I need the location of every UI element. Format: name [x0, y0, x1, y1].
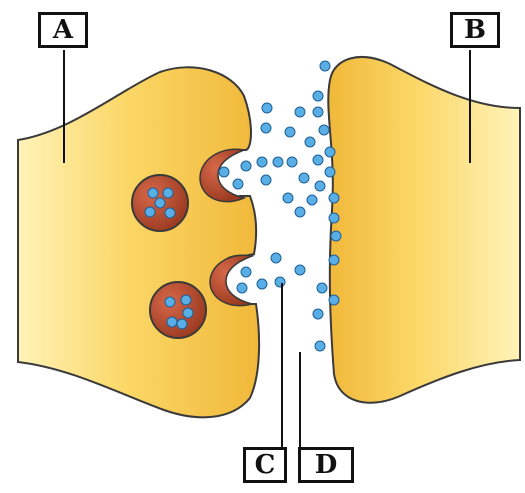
neurotransmitter-dot	[307, 195, 317, 205]
neurotransmitter-dot	[285, 127, 295, 137]
neurotransmitter-dot	[329, 255, 339, 265]
neurotransmitter-dot	[233, 179, 243, 189]
neurotransmitter-dot	[315, 341, 325, 351]
neurotransmitter-dot	[329, 295, 339, 305]
neurotransmitter-dot	[237, 283, 247, 293]
neurotransmitter-dot	[299, 173, 309, 183]
neurotransmitter-dot	[313, 91, 323, 101]
neurotransmitter-dot	[219, 167, 229, 177]
neurotransmitter-dot	[325, 167, 335, 177]
neurotransmitter-dot	[313, 107, 323, 117]
neurotransmitter-dot	[320, 61, 330, 71]
neurotransmitter-dot	[273, 157, 283, 167]
neurotransmitter-dot	[325, 147, 335, 157]
postsynaptic-neuron	[328, 57, 520, 403]
neurotransmitter-dot	[315, 181, 325, 191]
neurotransmitter-dot	[261, 175, 271, 185]
neurotransmitter-dot	[331, 231, 341, 241]
neurotransmitter-dot	[287, 157, 297, 167]
neurotransmitter-dot	[262, 103, 272, 113]
label-a: A	[38, 12, 88, 48]
neurotransmitter-dot	[261, 123, 271, 133]
neurotransmitter-dot	[241, 267, 251, 277]
neurotransmitter-dot	[257, 157, 267, 167]
neurotransmitter-dot	[295, 107, 305, 117]
neurotransmitter-dot	[329, 213, 339, 223]
synaptic-vesicle-1	[132, 175, 188, 231]
label-d: D	[298, 447, 354, 483]
neurotransmitter-dot	[241, 161, 251, 171]
neurotransmitter-dot	[271, 253, 281, 263]
neurotransmitter-dot	[305, 137, 315, 147]
label-c: C	[243, 447, 287, 483]
neurotransmitter-dot	[257, 279, 267, 289]
neurotransmitter-dot	[275, 277, 285, 287]
presynaptic-neuron	[18, 67, 259, 417]
neurotransmitter-dot	[319, 125, 329, 135]
neurotransmitter-dot	[317, 283, 327, 293]
neurotransmitter-dot	[295, 265, 305, 275]
neurotransmitter-dot	[329, 193, 339, 203]
neurotransmitter-dot	[295, 207, 305, 217]
neurotransmitter-dot	[283, 193, 293, 203]
neurotransmitter-dot	[313, 155, 323, 165]
synaptic-vesicle-2	[150, 282, 206, 338]
neurotransmitter-dot	[313, 309, 323, 319]
label-b: B	[450, 12, 500, 48]
